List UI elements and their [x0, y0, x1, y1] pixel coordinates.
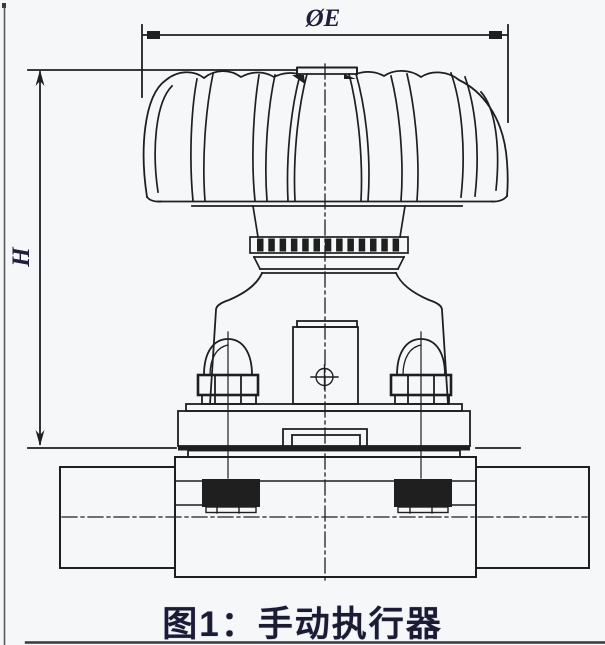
- dome-inner-arc: [402, 344, 422, 376]
- knurled-collar: [249, 205, 409, 274]
- bolt-section-left: [202, 479, 260, 507]
- knurl-stripes: [257, 238, 400, 252]
- bonnet-right-side: [394, 271, 449, 405]
- arrowhead-left: [147, 31, 160, 39]
- diameter-label: ØE: [305, 5, 341, 32]
- bonnet-flange: [177, 403, 471, 458]
- washer: [394, 394, 450, 405]
- arrowhead-right: [489, 31, 502, 39]
- height-label: H: [8, 246, 35, 268]
- arrowhead-down: [35, 430, 45, 446]
- hub-cap: [296, 66, 358, 75]
- handwheel-lobes: [154, 71, 499, 202]
- centerlines: [61, 63, 588, 583]
- dome-inner-arc: [209, 344, 229, 376]
- acorn-nut-left: [196, 338, 260, 405]
- handwheel: [142, 66, 509, 207]
- dome: [396, 338, 446, 376]
- hub-cap-shade-right: [344, 74, 356, 79]
- figure-caption: 图1：手动执行器: [162, 605, 443, 644]
- center-mark-icon: [310, 364, 339, 390]
- weir-step: [282, 428, 368, 447]
- dimension-diameter: ØE: [141, 5, 509, 123]
- dimension-height: H: [8, 69, 521, 449]
- handwheel-outline: [142, 69, 509, 199]
- pipe-stub-right: [475, 466, 590, 569]
- bonnet: [209, 271, 449, 405]
- flange-joint-band: [178, 446, 470, 451]
- corner-tick: [2, 3, 6, 8]
- bolt-tabs: [205, 506, 449, 514]
- arrowhead-up: [35, 70, 45, 86]
- hub-cap-shade-left: [292, 75, 305, 84]
- bolt-axes: [227, 331, 422, 479]
- page-border: [2, 3, 605, 645]
- handwheel-right-foot: [491, 194, 509, 203]
- bonnet-left-side: [209, 271, 264, 405]
- knurl-band: [249, 236, 409, 254]
- pipe-stub-left: [59, 466, 176, 569]
- bolt-section-right: [394, 479, 452, 507]
- dome: [203, 338, 253, 376]
